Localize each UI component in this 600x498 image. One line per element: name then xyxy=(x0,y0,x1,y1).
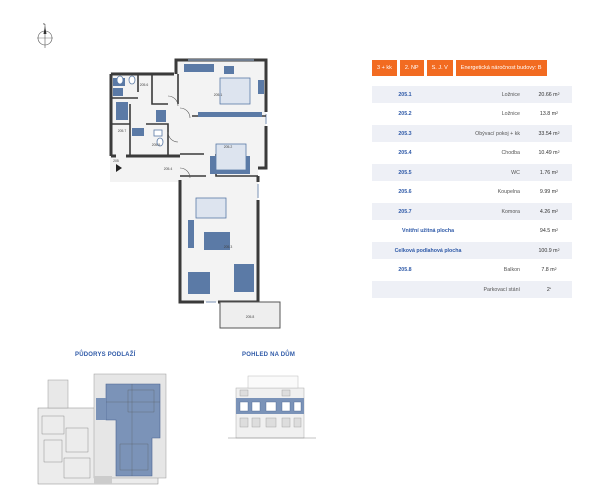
table-row: Parkovací stání 2* xyxy=(372,281,572,298)
plan-label-entry: 205 xyxy=(113,159,119,163)
room-code: 205.7 xyxy=(398,208,412,215)
room-code: 205.1 xyxy=(398,91,412,98)
plan-label-205-3: 205.3 xyxy=(224,245,233,249)
room-area: 10.49 m2 xyxy=(538,150,560,156)
plan-label-205-1: 205.1 xyxy=(214,93,223,97)
room-area: 9.99 m2 xyxy=(539,189,559,195)
total-area: 100.9 m2 xyxy=(538,247,560,254)
apartment-badges: 3 + kk 2. NP S. J. V Energetická náročno… xyxy=(372,60,547,76)
table-row: 205.8 Balkon 7.8 m2 xyxy=(372,262,572,279)
table-row: 205.2 Ložnice 13.8 m2 xyxy=(372,106,572,123)
room-code: 205.4 xyxy=(398,150,412,156)
total-row: Celková podlahová plocha 100.9 m2 xyxy=(372,242,572,259)
badge-layout: 3 + kk xyxy=(372,60,397,76)
room-area: 33.54 m2 xyxy=(538,130,560,137)
table-row: 205.3 Obývací pokoj + kk 33.54 m2 xyxy=(372,125,572,142)
total-label: Vnitřní užitná plocha xyxy=(401,228,455,234)
room-name: Parkovací stání xyxy=(483,286,520,293)
room-area: 1.76 m2 xyxy=(539,169,559,176)
room-name: Balkon xyxy=(503,267,520,273)
room-area: 20.66 m2 xyxy=(538,91,560,98)
room-area: 4.26 m2 xyxy=(539,208,559,215)
room-name: Ložnice xyxy=(501,91,520,98)
room-name: Komora xyxy=(501,208,520,215)
room-code: 205.2 xyxy=(398,111,412,117)
room-name: Obývací pokoj + kk xyxy=(475,130,520,137)
room-code: 205.5 xyxy=(398,169,412,176)
room-area: 7.8 m2 xyxy=(541,267,557,273)
total-area: 94.5 m2 xyxy=(539,228,559,234)
table-row: 205.5 WC 1.76 m2 xyxy=(372,164,572,181)
plan-label-205-4: 205.4 xyxy=(164,167,173,171)
total-label: Celková podlahová plocha xyxy=(394,247,462,254)
floorplan-section-title: PŮDORYS PODLAŽÍ xyxy=(75,352,136,358)
room-code: 205.8 xyxy=(398,267,412,273)
table-row: 205.6 Koupelna 9.99 m2 xyxy=(372,184,572,201)
building-elevation-thumbnail xyxy=(228,375,316,439)
badge-orientation: S. J. V xyxy=(426,60,453,76)
view-section-title: POHLED NA DŮM xyxy=(242,352,296,358)
room-name: WC xyxy=(511,169,520,176)
room-area: 2* xyxy=(546,286,552,293)
room-name: Koupelna xyxy=(497,189,520,195)
plan-label-205-7: 205.7 xyxy=(118,129,127,133)
table-row: 205.4 Chodba 10.49 m2 xyxy=(372,145,572,162)
svg-text:N: N xyxy=(43,22,45,26)
plan-label-205-5: 205.5 xyxy=(152,143,161,147)
room-code: 205.6 xyxy=(398,189,412,195)
room-table: 205.1 Ložnice 20.66 m2 205.2 Ložnice 13.… xyxy=(372,86,572,301)
plan-label-205-2: 205.2 xyxy=(224,145,233,149)
table-row: 205.1 Ložnice 20.66 m2 xyxy=(372,86,572,103)
badge-floor: 2. NP xyxy=(399,60,424,76)
room-code: 205.3 xyxy=(398,130,412,137)
apartment-floor-plan: 205.1 205.2 205.3 205.4 205.5 205.6 205.… xyxy=(109,58,281,329)
total-row: Vnitřní užitná plocha 94.5 m2 xyxy=(372,223,572,240)
compass-icon: N xyxy=(37,22,53,48)
plan-label-205-6: 205.6 xyxy=(140,83,149,87)
room-name: Chodba xyxy=(501,150,520,156)
room-name: Ložnice xyxy=(501,111,520,117)
plan-label-205-8: 205.8 xyxy=(246,315,255,319)
table-row: 205.7 Komora 4.26 m2 xyxy=(372,203,572,220)
room-area: 13.8 m2 xyxy=(539,111,559,117)
building-floor-thumbnail xyxy=(37,373,167,485)
badge-energy: Energetická náročnost budovy: B xyxy=(455,60,547,76)
